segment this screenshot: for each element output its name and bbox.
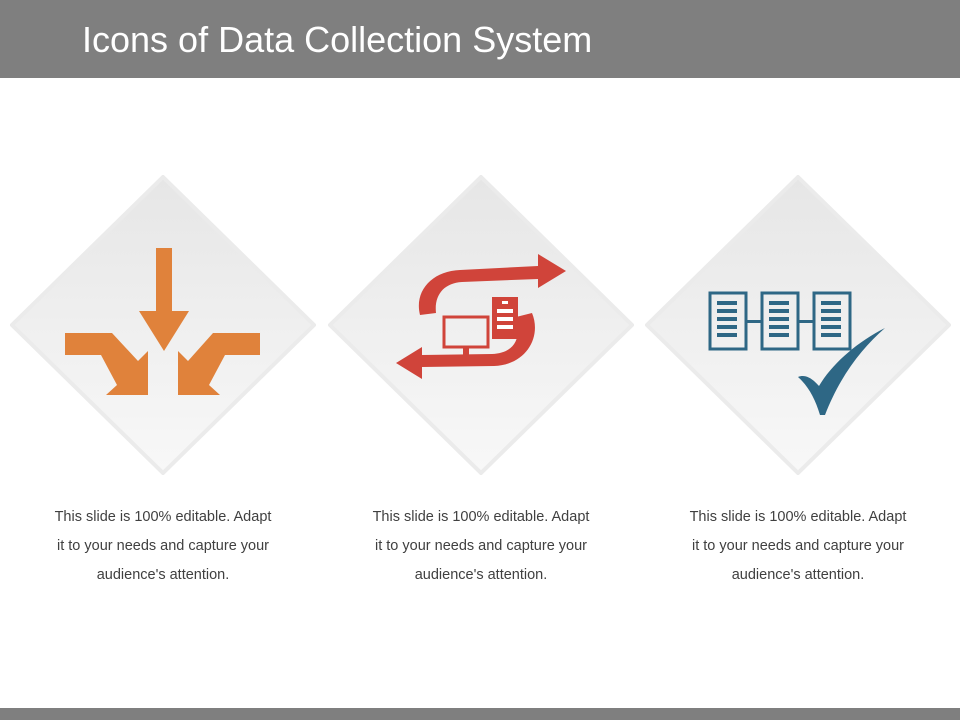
- linked-documents-checkmark-icon: [708, 291, 885, 415]
- card-caption: This slide is 100% editable. Adapt it to…: [54, 509, 272, 583]
- card-sync: This slide is 100% editable. Adapt it to…: [328, 175, 634, 583]
- card-caption: This slide is 100% editable. Adapt it to…: [372, 509, 590, 583]
- slide-title: Icons of Data Collection System: [82, 19, 593, 60]
- footer-bar: [0, 708, 960, 720]
- card-collect: This slide is 100% editable. Adapt it to…: [10, 175, 316, 583]
- card-verify: This slide is 100% editable. Adapt it to…: [645, 175, 951, 583]
- title-bar: Icons of Data Collection System: [0, 0, 960, 78]
- converging-arrows-icon: [65, 248, 260, 395]
- data-sync-computer-icon: [396, 254, 566, 379]
- card-caption: This slide is 100% editable. Adapt it to…: [689, 509, 907, 583]
- diamond-background: [328, 175, 634, 475]
